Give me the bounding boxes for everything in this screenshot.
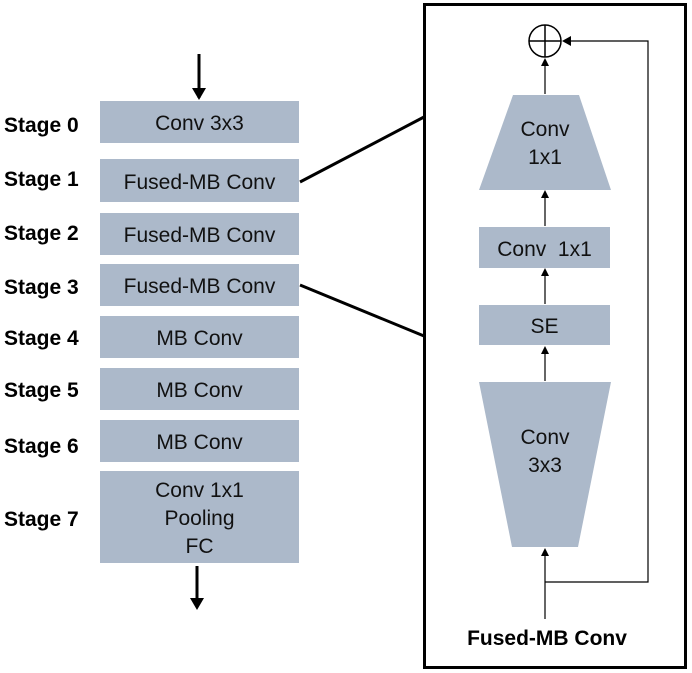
detail-panel-title: Fused-MB Conv xyxy=(467,627,627,650)
stage-box-text: Fused-MB Conv xyxy=(124,275,276,298)
trapezoid-block xyxy=(479,95,611,190)
stage-box-text: MB Conv xyxy=(156,431,243,454)
stage-box xyxy=(100,159,299,202)
block-text-line1: Conv xyxy=(520,426,570,449)
fused-mb-conv-detail-panel: Conv 1x1 Conv 1x1 SE Conv 3x3 Fused-MB C… xyxy=(423,3,687,669)
stage-box xyxy=(100,471,299,563)
flow-arrow-head xyxy=(541,548,549,556)
stage-box-text-line2: Pooling xyxy=(164,507,234,530)
stage-label: Stage 7 xyxy=(4,508,79,531)
block-text: Conv 1x1 xyxy=(497,238,592,261)
stage-box xyxy=(100,368,299,410)
flow-arrow-head xyxy=(541,268,549,276)
skip-connection xyxy=(545,40,649,583)
zoom-line-top xyxy=(299,115,425,184)
stage-column: Stage 0 Conv 3x3 Stage 1 Fused-MB Conv S… xyxy=(4,54,299,610)
stage-box-text: MB Conv xyxy=(156,379,243,402)
block-text-line2: 1x1 xyxy=(528,146,562,169)
stage-label: Stage 4 xyxy=(4,327,79,350)
stage-box xyxy=(100,213,299,255)
stage-box xyxy=(100,264,299,306)
stage-label: Stage 6 xyxy=(4,435,79,458)
stage-label: Stage 0 xyxy=(4,114,79,137)
stage-row-0: Stage 0 Conv 3x3 xyxy=(4,101,299,143)
stage-row-4: Stage 4 MB Conv xyxy=(4,316,299,358)
rect-block xyxy=(479,227,610,268)
stage-box-text: MB Conv xyxy=(156,327,243,350)
stage-label: Stage 1 xyxy=(4,168,79,191)
block-text-line2: 3x3 xyxy=(528,454,562,477)
detail-block-conv-3x3: Conv 3x3 xyxy=(479,382,611,547)
trapezoid-block xyxy=(479,382,611,547)
stage-box xyxy=(100,101,299,143)
stage-box xyxy=(100,420,299,462)
rect-block xyxy=(479,305,610,345)
stage-box-text: Fused-MB Conv xyxy=(124,224,276,247)
output-arrow-head xyxy=(190,598,204,610)
stage-label: Stage 2 xyxy=(4,222,79,245)
stage-row-2: Stage 2 Fused-MB Conv xyxy=(4,213,299,255)
detail-block-conv-1x1: Conv 1x1 xyxy=(479,227,610,268)
stage-box xyxy=(100,316,299,358)
stage-box-text: Fused-MB Conv xyxy=(124,171,276,194)
stage-box-text-line1: Conv 1x1 xyxy=(155,479,244,502)
zoom-line-bottom xyxy=(299,283,425,338)
detail-block-conv-1x1-expand: Conv 1x1 xyxy=(479,95,611,190)
stage-label: Stage 5 xyxy=(4,379,79,402)
stage-row-6: Stage 6 MB Conv xyxy=(4,420,299,462)
detail-block-se: SE xyxy=(479,305,610,345)
stage-row-1: Stage 1 Fused-MB Conv xyxy=(4,159,299,202)
flow-arrow-head xyxy=(541,346,549,354)
flow-arrow-head xyxy=(541,190,549,198)
stage-row-3: Stage 3 Fused-MB Conv xyxy=(4,264,299,306)
flow-arrow-head xyxy=(541,58,549,66)
stage-label: Stage 3 xyxy=(4,276,79,299)
add-circle-icon xyxy=(528,24,562,58)
stage-row-7: Stage 7 Conv 1x1 Pooling FC xyxy=(4,471,299,563)
stage-row-5: Stage 5 MB Conv xyxy=(4,368,299,410)
block-text: SE xyxy=(530,315,558,338)
skip-arrow-head xyxy=(562,36,571,46)
stage-box-text-line3: FC xyxy=(186,535,214,558)
block-text-line1: Conv xyxy=(520,118,570,141)
stage-box-text: Conv 3x3 xyxy=(155,112,244,135)
input-arrow-head xyxy=(192,88,206,100)
